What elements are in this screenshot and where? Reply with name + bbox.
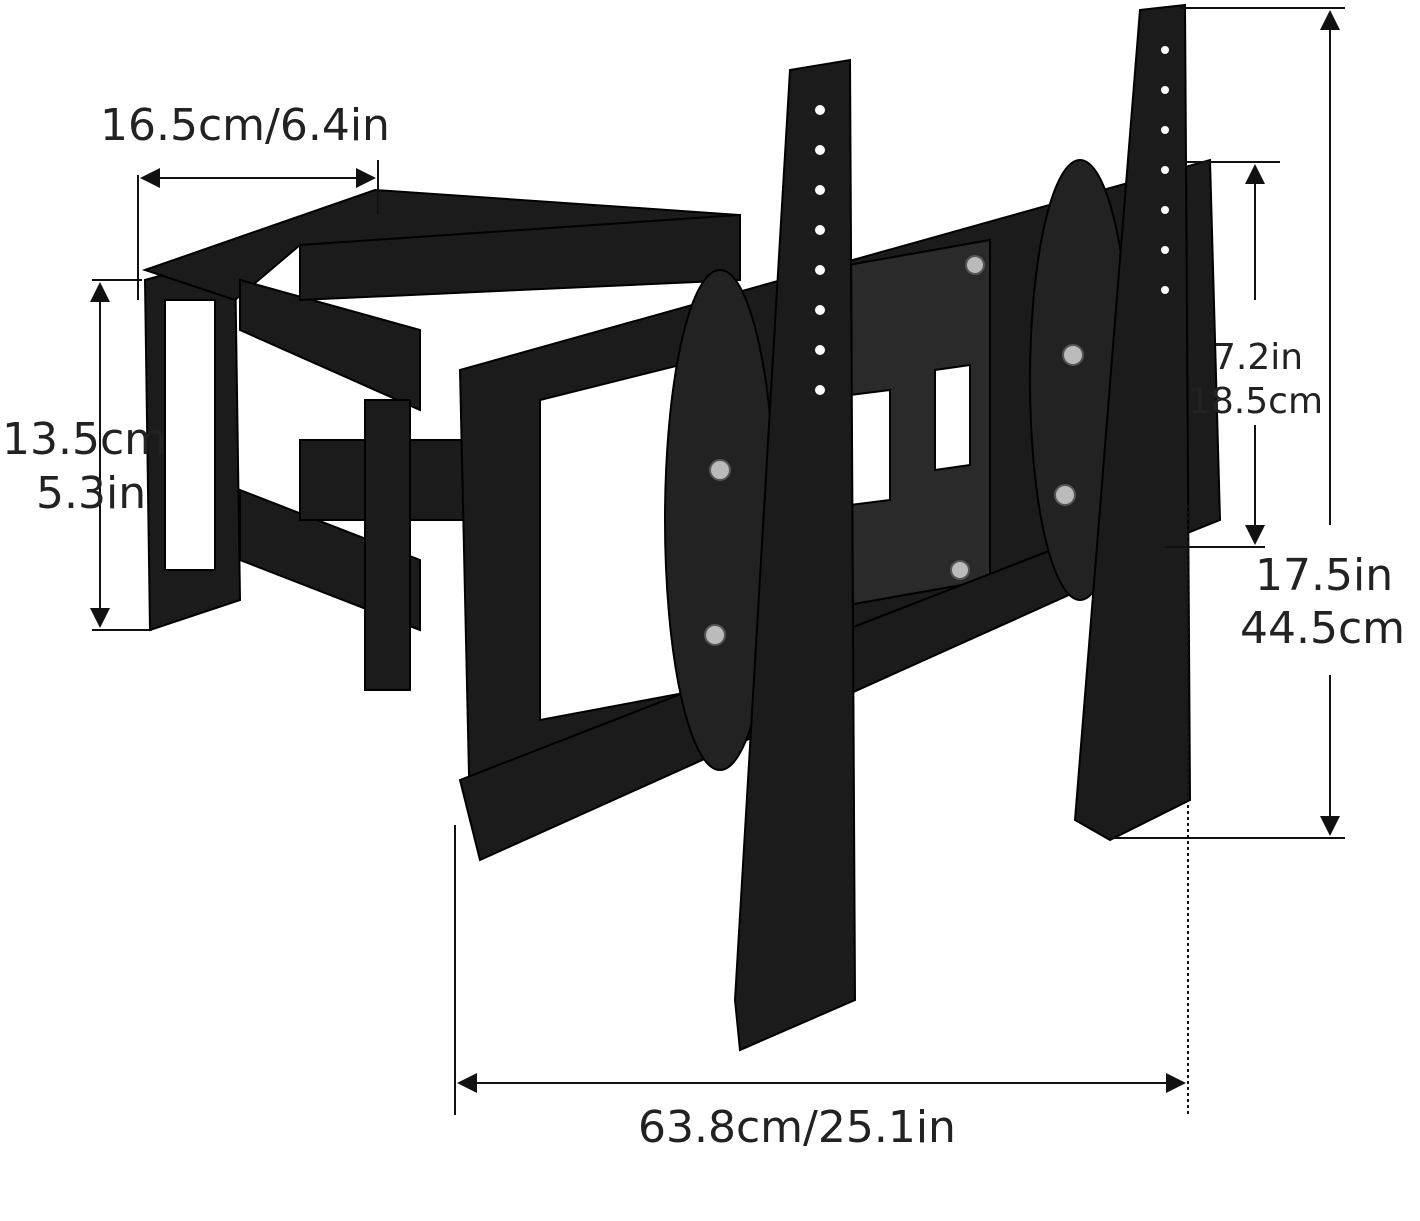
tv-plate-height-in: 7.2in bbox=[1213, 337, 1304, 378]
arm-width-label: 16.5cm/6.4in bbox=[100, 100, 390, 151]
dimension-lines bbox=[90, 7, 1345, 1115]
total-height-in: 17.5in bbox=[1255, 550, 1394, 601]
wall-plate-height-cm: 13.5cm bbox=[2, 414, 168, 465]
bracket-drawing bbox=[141, 3, 1222, 1052]
tv-plate-height-cm: 18.5cm bbox=[1188, 381, 1324, 422]
right-rail bbox=[1073, 3, 1192, 842]
total-height-cm: 44.5cm bbox=[1240, 603, 1406, 654]
total-width-label: 63.8cm/25.1in bbox=[638, 1102, 956, 1153]
wall-plate-height-in: 5.3in bbox=[36, 468, 147, 519]
left-rail bbox=[733, 58, 857, 1052]
